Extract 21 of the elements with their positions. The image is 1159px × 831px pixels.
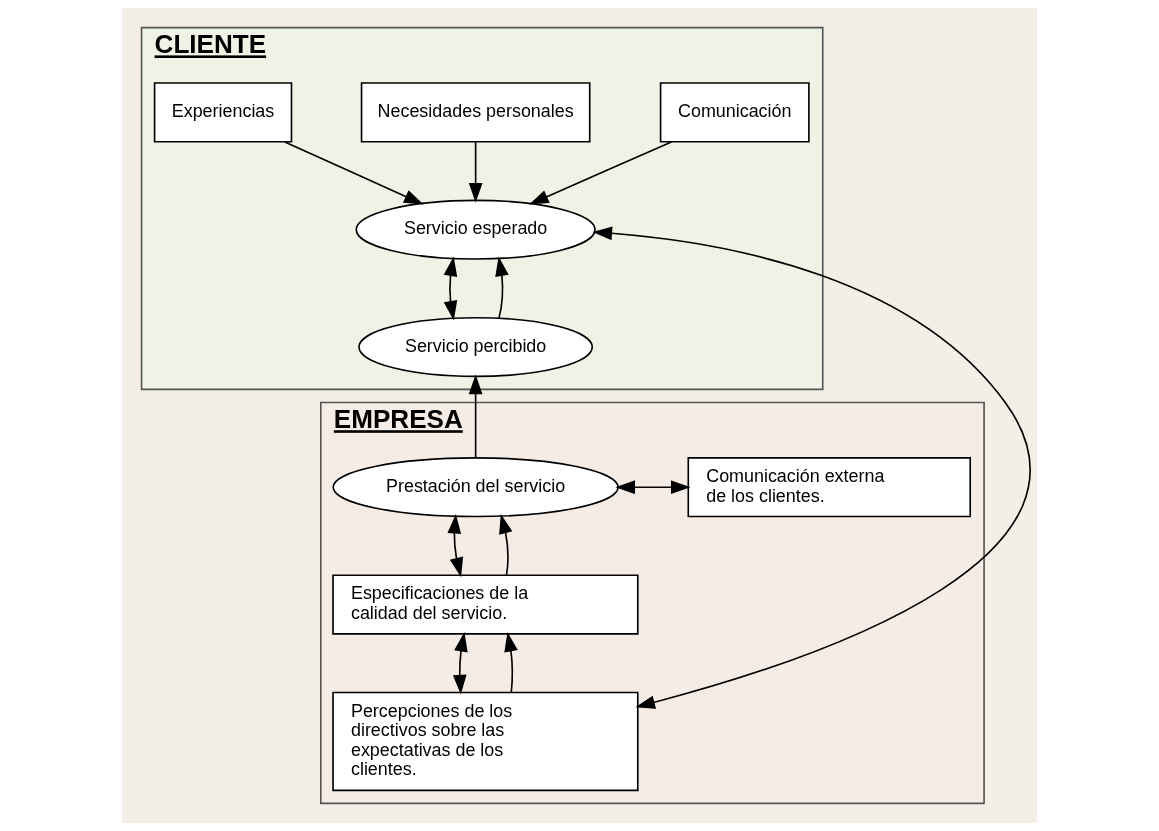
node-box: Comunicación externa de los clientes. [687, 457, 972, 518]
arrow [495, 256, 509, 319]
arrow [499, 514, 513, 576]
arrow [504, 632, 518, 693]
arrow [615, 480, 691, 495]
node-ellipse: Servicio percibido [358, 316, 594, 378]
arrow [529, 141, 673, 205]
node-box: Especificaciones de la calidad del servicio. [332, 574, 639, 635]
arrow [592, 226, 1031, 709]
arrow [468, 141, 483, 203]
arrow [447, 514, 464, 578]
node-ellipse: Servicio esperado [355, 199, 596, 260]
node-box: Experiencias [153, 82, 293, 143]
node-box: Comunicación [659, 82, 810, 143]
node-ellipse: Prestación del servicio [332, 457, 619, 518]
node-box: Percepciones de los directivos sobre las expectativas de los clientes. [332, 691, 639, 792]
node-box: Necesidades personales [360, 82, 591, 143]
arrow [468, 374, 483, 459]
arrow [452, 632, 468, 695]
arrow [443, 256, 458, 321]
arrow [284, 141, 424, 205]
